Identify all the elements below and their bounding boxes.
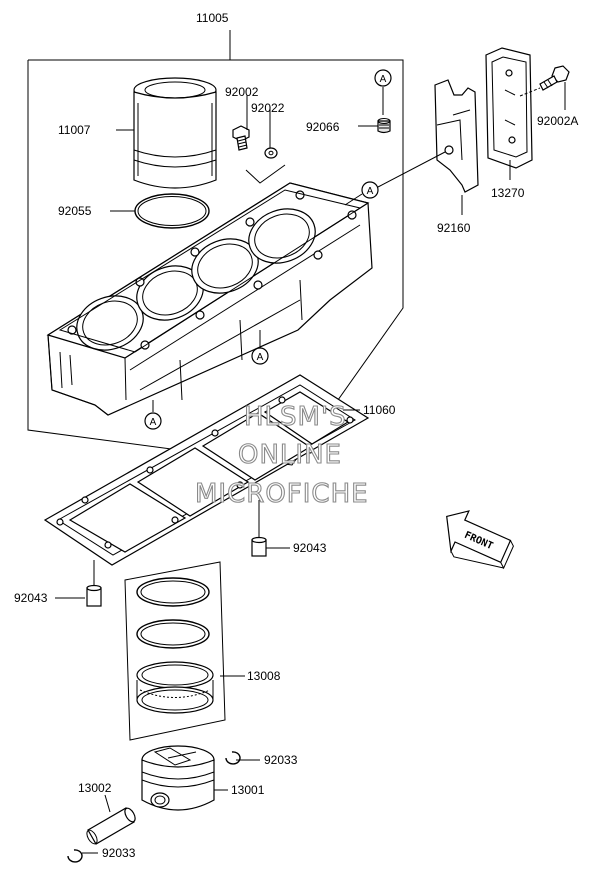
part-labels: 11005 11007 92002 92022 92066 92055 9216… bbox=[14, 11, 578, 860]
label-92055: 92055 bbox=[58, 204, 92, 218]
block-leader bbox=[245, 164, 286, 184]
label-92002a: 92002A bbox=[537, 114, 578, 128]
front-arrow: FRONT bbox=[446, 510, 514, 570]
o-ring bbox=[134, 193, 210, 229]
plug-92066 bbox=[377, 118, 391, 134]
label-92066: 92066 bbox=[306, 120, 340, 134]
label-92033-bottom: 92033 bbox=[102, 846, 136, 860]
cylinder-liner bbox=[133, 77, 217, 189]
dowel-pin-right bbox=[251, 500, 267, 557]
label-13002: 13002 bbox=[78, 781, 112, 795]
label-92043-right: 92043 bbox=[293, 541, 327, 555]
reference-marker-a: A bbox=[251, 330, 269, 365]
label-92033-top: 92033 bbox=[264, 753, 298, 767]
bolt-92002 bbox=[232, 125, 250, 151]
reference-marker-a: A bbox=[374, 69, 392, 115]
base-gasket-11060 bbox=[43, 374, 370, 566]
svg-text:A: A bbox=[367, 186, 374, 197]
label-11060: 11060 bbox=[363, 403, 396, 417]
piston-13001 bbox=[141, 745, 215, 811]
watermark-line-2: ONLINE bbox=[238, 440, 342, 470]
svg-text:A: A bbox=[150, 417, 157, 428]
label-11007: 11007 bbox=[58, 123, 91, 137]
label-13008: 13008 bbox=[247, 669, 281, 683]
reference-marker-a: A bbox=[344, 151, 446, 206]
watermark-line-3: MICROFICHE bbox=[195, 479, 369, 509]
watermark-line-1: HLSM'S bbox=[244, 402, 347, 432]
label-13001: 13001 bbox=[231, 783, 265, 797]
reference-marker-a: A bbox=[144, 400, 162, 430]
cover-plate-92160 bbox=[434, 79, 479, 193]
cylinder-block bbox=[46, 182, 373, 416]
washer-92022 bbox=[264, 147, 278, 159]
gasket-plate-13270 bbox=[485, 47, 533, 169]
bolt-92002a bbox=[519, 65, 570, 97]
dowel-pin-left bbox=[86, 560, 102, 607]
circlip-top bbox=[225, 751, 241, 765]
piston-pin-13002 bbox=[86, 807, 136, 845]
label-13270: 13270 bbox=[491, 186, 525, 200]
svg-text:A: A bbox=[257, 352, 264, 363]
label-11005: 11005 bbox=[196, 11, 229, 25]
label-92002: 92002 bbox=[225, 85, 259, 99]
piston-rings-box bbox=[124, 561, 226, 741]
svg-text:A: A bbox=[380, 74, 387, 85]
circlip-bottom bbox=[67, 849, 83, 863]
label-92160: 92160 bbox=[437, 221, 471, 235]
cylinder-frame bbox=[27, 30, 404, 466]
watermark: HLSM'S ONLINE MICROFICHE bbox=[194, 401, 369, 509]
leader-lines bbox=[55, 82, 566, 854]
label-92043-left: 92043 bbox=[14, 591, 48, 605]
label-92022: 92022 bbox=[251, 101, 285, 115]
